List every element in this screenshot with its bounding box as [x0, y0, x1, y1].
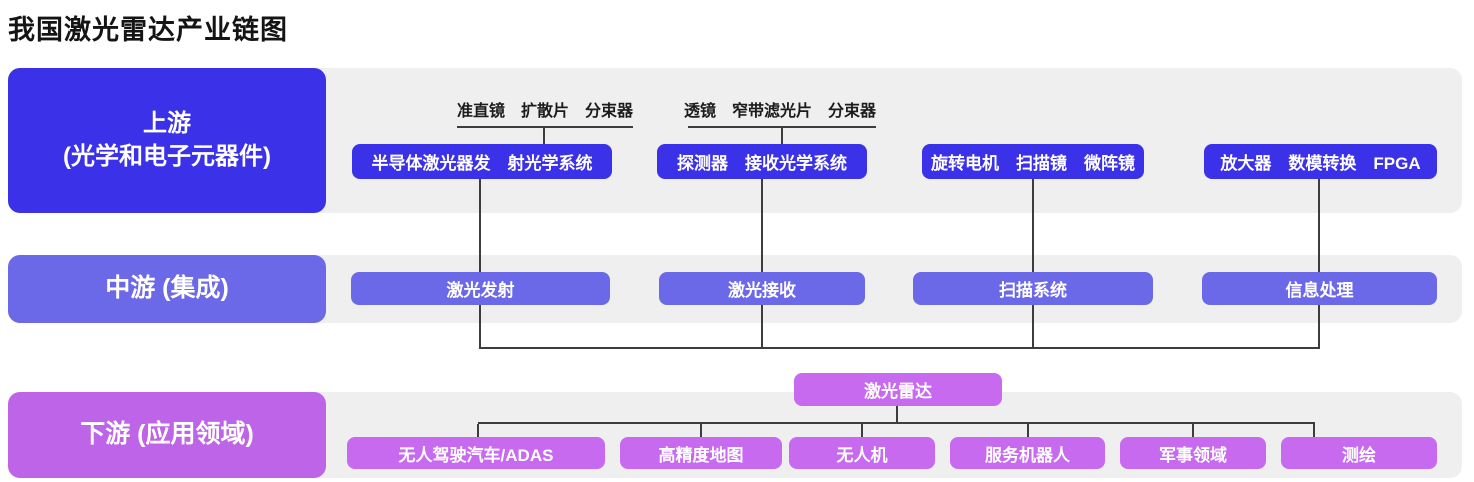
component-label-group-1-tick: [543, 126, 545, 145]
component-label-group-1-underline: [457, 126, 633, 128]
stage-label-downstream: 下游 (应用领域): [8, 392, 326, 478]
branch-tick-6: [1313, 424, 1315, 438]
stage-label-midstream-text: 中游 (集成): [105, 274, 229, 303]
stage-label-downstream-text: 下游 (应用领域): [80, 420, 254, 449]
branch-tick-5: [1192, 424, 1194, 438]
connector-lidar-branch: [896, 406, 898, 423]
page-title: 我国激光雷达产业链图: [8, 15, 288, 45]
midstream-box-info-processing: 信息处理: [1202, 272, 1437, 305]
branch-line: [478, 422, 1315, 424]
downstream-box-drone: 无人机: [789, 437, 935, 469]
downstream-box-surveying: 测绘: [1281, 437, 1437, 469]
stage-label-upstream-line1: 上游: [143, 110, 191, 138]
bus-line: [479, 347, 1320, 349]
connector-mid-bus-3: [1032, 305, 1034, 349]
midstream-box-laser-emission: 激光发射: [351, 272, 610, 305]
stage-label-upstream: 上游 (光学和电子元器件): [8, 68, 326, 213]
upstream-box-amplifier-dac-fpga: 放大器 数模转换 FPGA: [1204, 144, 1437, 179]
component-label-group-2: 透镜 窄带滤光片 分束器: [683, 103, 876, 120]
midstream-box-laser-reception: 激光接收: [659, 272, 865, 305]
product-box-lidar: 激光雷达: [794, 373, 1002, 406]
connector-up-mid-4: [1318, 179, 1320, 273]
connector-up-mid-2: [761, 179, 763, 273]
connector-up-mid-1: [479, 179, 481, 273]
connector-mid-bus-1: [479, 305, 481, 349]
branch-tick-1: [477, 424, 479, 438]
upstream-box-detector-receive-optics: 探测器 接收光学系统: [657, 144, 867, 179]
upstream-box-semiconductor-laser-emit-optics: 半导体激光器发 射光学系统: [352, 144, 612, 179]
component-label-group-2-tick: [781, 126, 783, 145]
component-label-group-1: 准直镜 扩散片 分束器: [456, 103, 633, 120]
connector-mid-bus-2: [761, 305, 763, 349]
branch-tick-2: [700, 424, 702, 438]
downstream-box-hd-map: 高精度地图: [620, 437, 782, 469]
stage-label-upstream-line2: (光学和电子元器件): [63, 142, 271, 170]
downstream-box-service-robot: 服务机器人: [950, 437, 1105, 469]
connector-up-mid-3: [1032, 179, 1034, 273]
midstream-box-scanning-system: 扫描系统: [913, 272, 1153, 305]
downstream-box-military: 军事领域: [1120, 437, 1266, 469]
upstream-box-motor-scanmirror-microarray: 旋转电机 扫描镜 微阵镜: [922, 144, 1144, 179]
stage-label-midstream: 中游 (集成): [8, 255, 326, 323]
branch-tick-4: [1027, 424, 1029, 438]
connector-mid-bus-4: [1318, 305, 1320, 349]
branch-tick-3: [861, 424, 863, 438]
downstream-box-adas: 无人驾驶汽车/ADAS: [347, 437, 605, 469]
